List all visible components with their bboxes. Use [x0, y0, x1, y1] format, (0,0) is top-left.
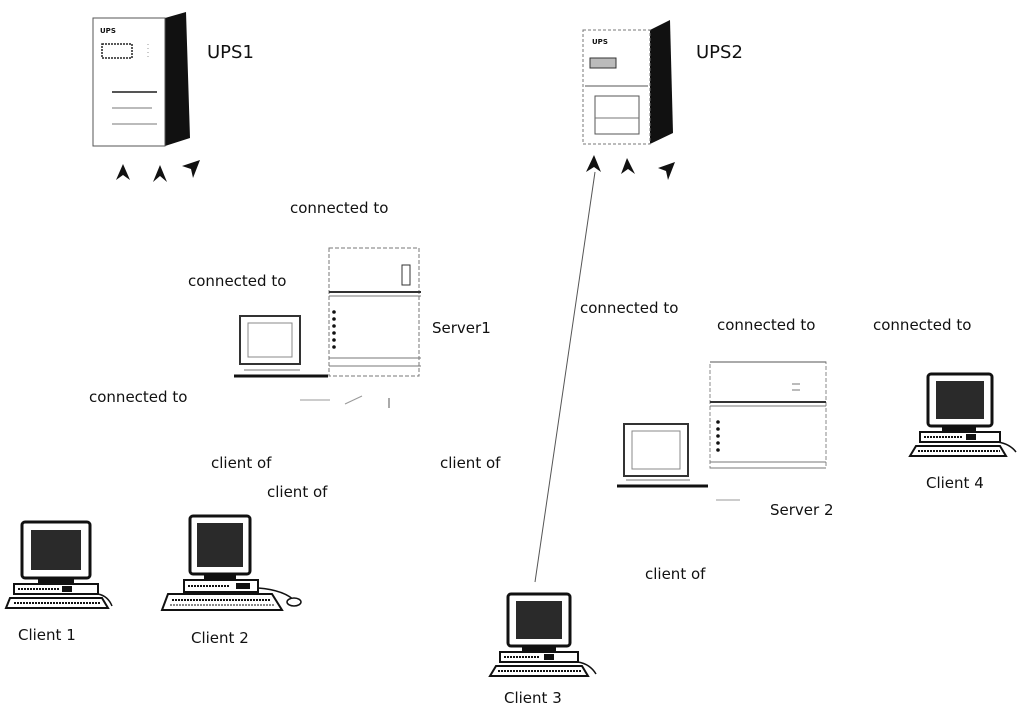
relation-label-connected-to: connected to [89, 388, 188, 406]
ups1-badge: UPS [100, 27, 116, 35]
client1-label: Client 1 [18, 626, 76, 644]
client2-label: Client 2 [191, 629, 249, 647]
client2-computer-icon [160, 514, 302, 611]
ups2-label: UPS2 [696, 42, 743, 63]
ups2-outlet-arrows [586, 155, 675, 180]
relation-label-client-of: client of [440, 454, 501, 472]
relation-label-connected-to: connected to [717, 316, 816, 334]
server1-icon [234, 247, 421, 408]
ups2-tower-icon: UPS [582, 20, 673, 145]
client1-computer-icon [4, 520, 113, 609]
server2-label: Server 2 [770, 501, 834, 519]
ups1-outlet-arrows [116, 160, 200, 182]
server1-label: Server1 [432, 319, 491, 337]
relation-label-connected-to: connected to [580, 299, 679, 317]
relation-label-connected-to: connected to [290, 199, 389, 217]
client3-label: Client 3 [504, 689, 562, 707]
server2-icon [617, 361, 827, 501]
ups1-label: UPS1 [207, 42, 254, 63]
ups1-tower-icon: UPS [92, 12, 190, 147]
client3-computer-icon [488, 592, 597, 677]
relation-label-client-of: client of [211, 454, 272, 472]
relation-label-connected-to: connected to [188, 272, 287, 290]
relation-label-connected-to: connected to [873, 316, 972, 334]
client4-computer-icon [908, 372, 1017, 457]
power-link-client3-ups2 [534, 171, 596, 583]
ups2-badge: UPS [592, 38, 608, 46]
relation-label-client-of: client of [267, 483, 328, 501]
client4-label: Client 4 [926, 474, 984, 492]
relation-label-client-of: client of [645, 565, 706, 583]
